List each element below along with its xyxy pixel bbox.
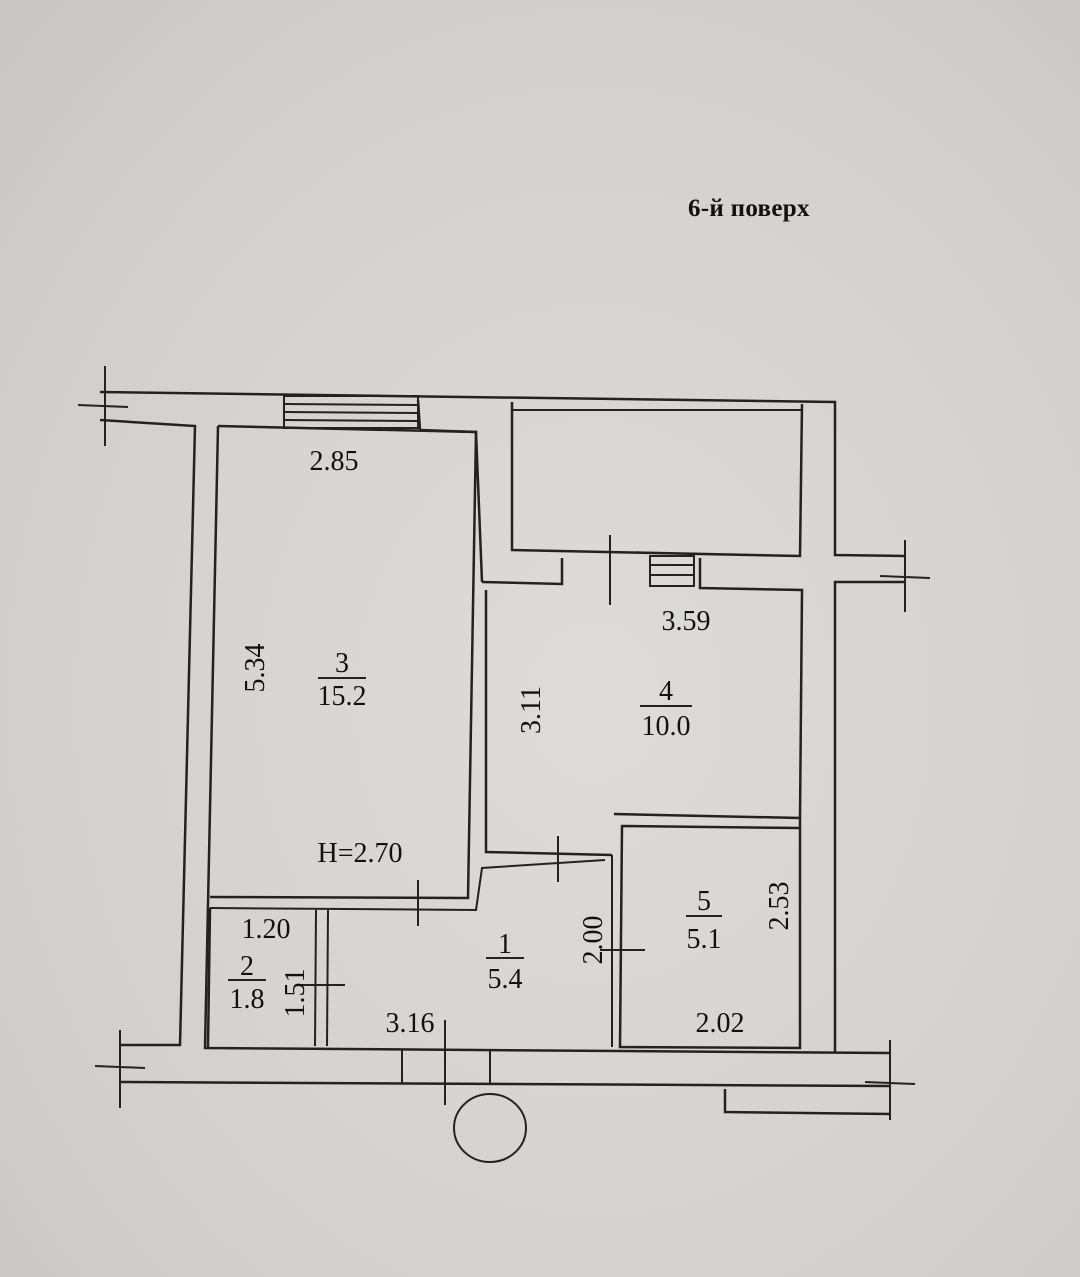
room-5-label: 5 5.1 — [686, 886, 722, 955]
room-area: 10.0 — [642, 711, 691, 742]
entrance-door — [401, 1049, 527, 1163]
room-4-outline — [481, 558, 804, 857]
room-area: 5.4 — [488, 964, 523, 995]
dimension-ticks — [77, 366, 931, 1120]
room-1-label: 1 5.4 — [486, 929, 524, 995]
room-number: 5 — [697, 886, 711, 917]
dim-room4-width: 3.59 — [662, 606, 711, 637]
room-area: 1.8 — [230, 984, 265, 1015]
dim-room2-width: 1.20 — [242, 914, 291, 945]
dim-room1-length: 2.00 — [578, 916, 609, 965]
room-5-outline — [613, 812, 802, 1050]
dim-room5-width: 2.02 — [696, 1008, 745, 1039]
outer-walls — [99, 390, 906, 1116]
window-room-3 — [283, 395, 419, 429]
dim-room3-width: 2.85 — [310, 446, 359, 477]
dim-room4-length: 3.11 — [516, 686, 547, 734]
room-3-label: 3 15.2 — [318, 648, 367, 712]
dimension-labels: 2.85 5.34 H=2.70 3.59 3.11 1.20 1.51 3.1… — [240, 446, 795, 1039]
dim-room3-length: 5.34 — [240, 644, 271, 693]
dim-room1-width: 3.16 — [386, 1008, 435, 1039]
room-number: 4 — [659, 676, 673, 707]
room-area: 15.2 — [318, 681, 367, 712]
window-room-4 — [649, 555, 695, 587]
room-number: 2 — [240, 951, 254, 982]
ceiling-height: H=2.70 — [317, 838, 402, 869]
room-2-label: 2 1.8 — [228, 951, 266, 1015]
room-area: 5.1 — [687, 924, 722, 955]
floor-label: 6-й поверх — [688, 195, 810, 222]
dim-room2-length: 1.51 — [280, 969, 311, 1018]
room-4-label: 4 10.0 — [640, 676, 692, 742]
room-number: 3 — [335, 648, 349, 679]
dim-room5-length: 2.53 — [764, 882, 795, 931]
room-number: 1 — [498, 929, 512, 960]
